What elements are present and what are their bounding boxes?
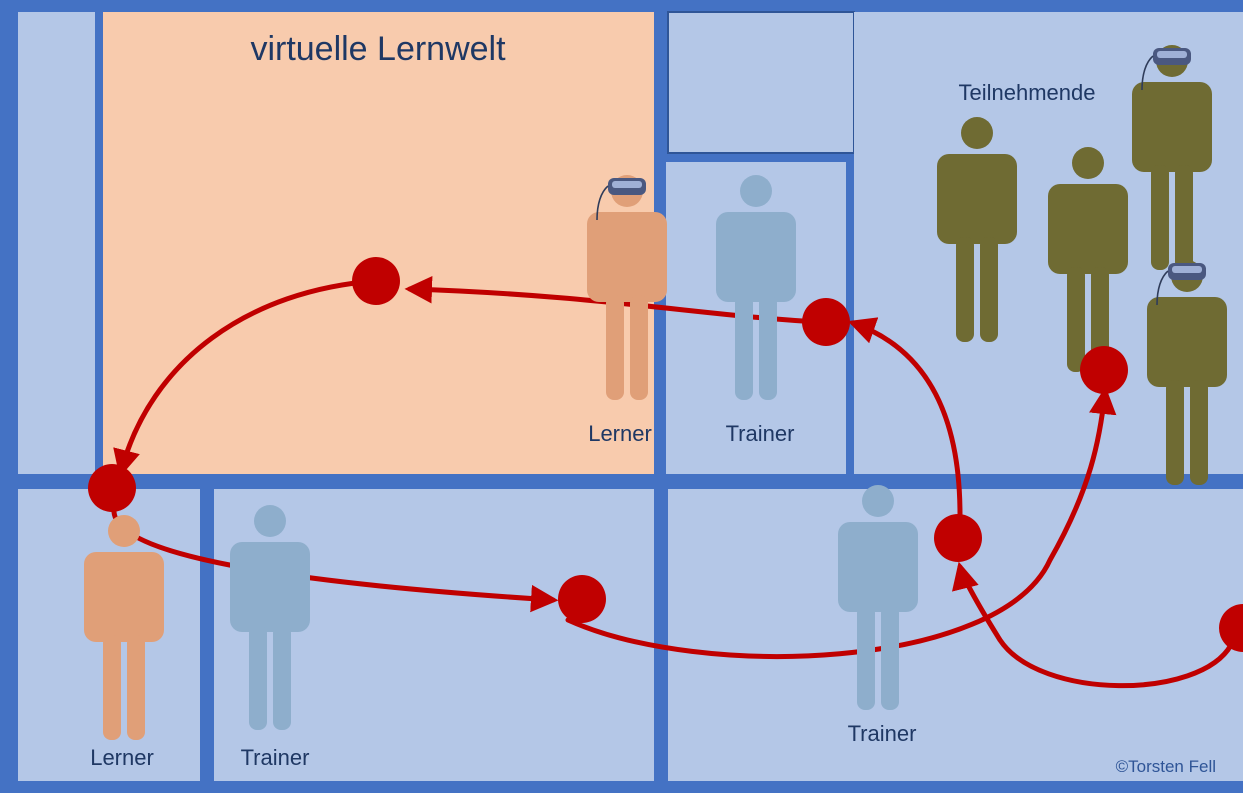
flow-node-icon	[802, 298, 850, 346]
learner-bottom-label: Lerner	[90, 745, 154, 770]
flow-node-icon	[558, 575, 606, 623]
flow-node-icon	[1219, 604, 1243, 652]
flow-arrow-loop-back	[952, 561, 1234, 689]
flow-arrow-virtual-to-learner	[113, 278, 379, 478]
room-left-strip	[18, 12, 95, 474]
copyright-notice: ©Torsten Fell	[1116, 757, 1216, 776]
flow-arrow-trainer-to-participants	[565, 386, 1117, 659]
trainer-top-label: Trainer	[726, 421, 795, 446]
trainer-bottom-left-label: Trainer	[241, 745, 310, 770]
virtual-world-room	[103, 12, 654, 474]
room-top-small	[667, 11, 855, 154]
learner-vr-label: Lerner	[588, 421, 652, 446]
labels: Teilnehmende Lerner Trainer Lerner Train…	[90, 80, 1095, 770]
flow-nodes	[88, 257, 1243, 652]
flow-node-icon	[88, 464, 136, 512]
flow-arrow-trainer-to-virtual	[404, 275, 827, 325]
flow-arrow-trainer-to-trainer	[847, 317, 963, 518]
trainer-bottom-right-label: Trainer	[848, 721, 917, 746]
flow-node-icon	[1080, 346, 1128, 394]
flow-node-icon	[352, 257, 400, 305]
diagram-title: virtuelle Lernwelt	[250, 30, 506, 68]
participants-label: Teilnehmende	[959, 80, 1096, 105]
flow-node-icon	[934, 514, 982, 562]
